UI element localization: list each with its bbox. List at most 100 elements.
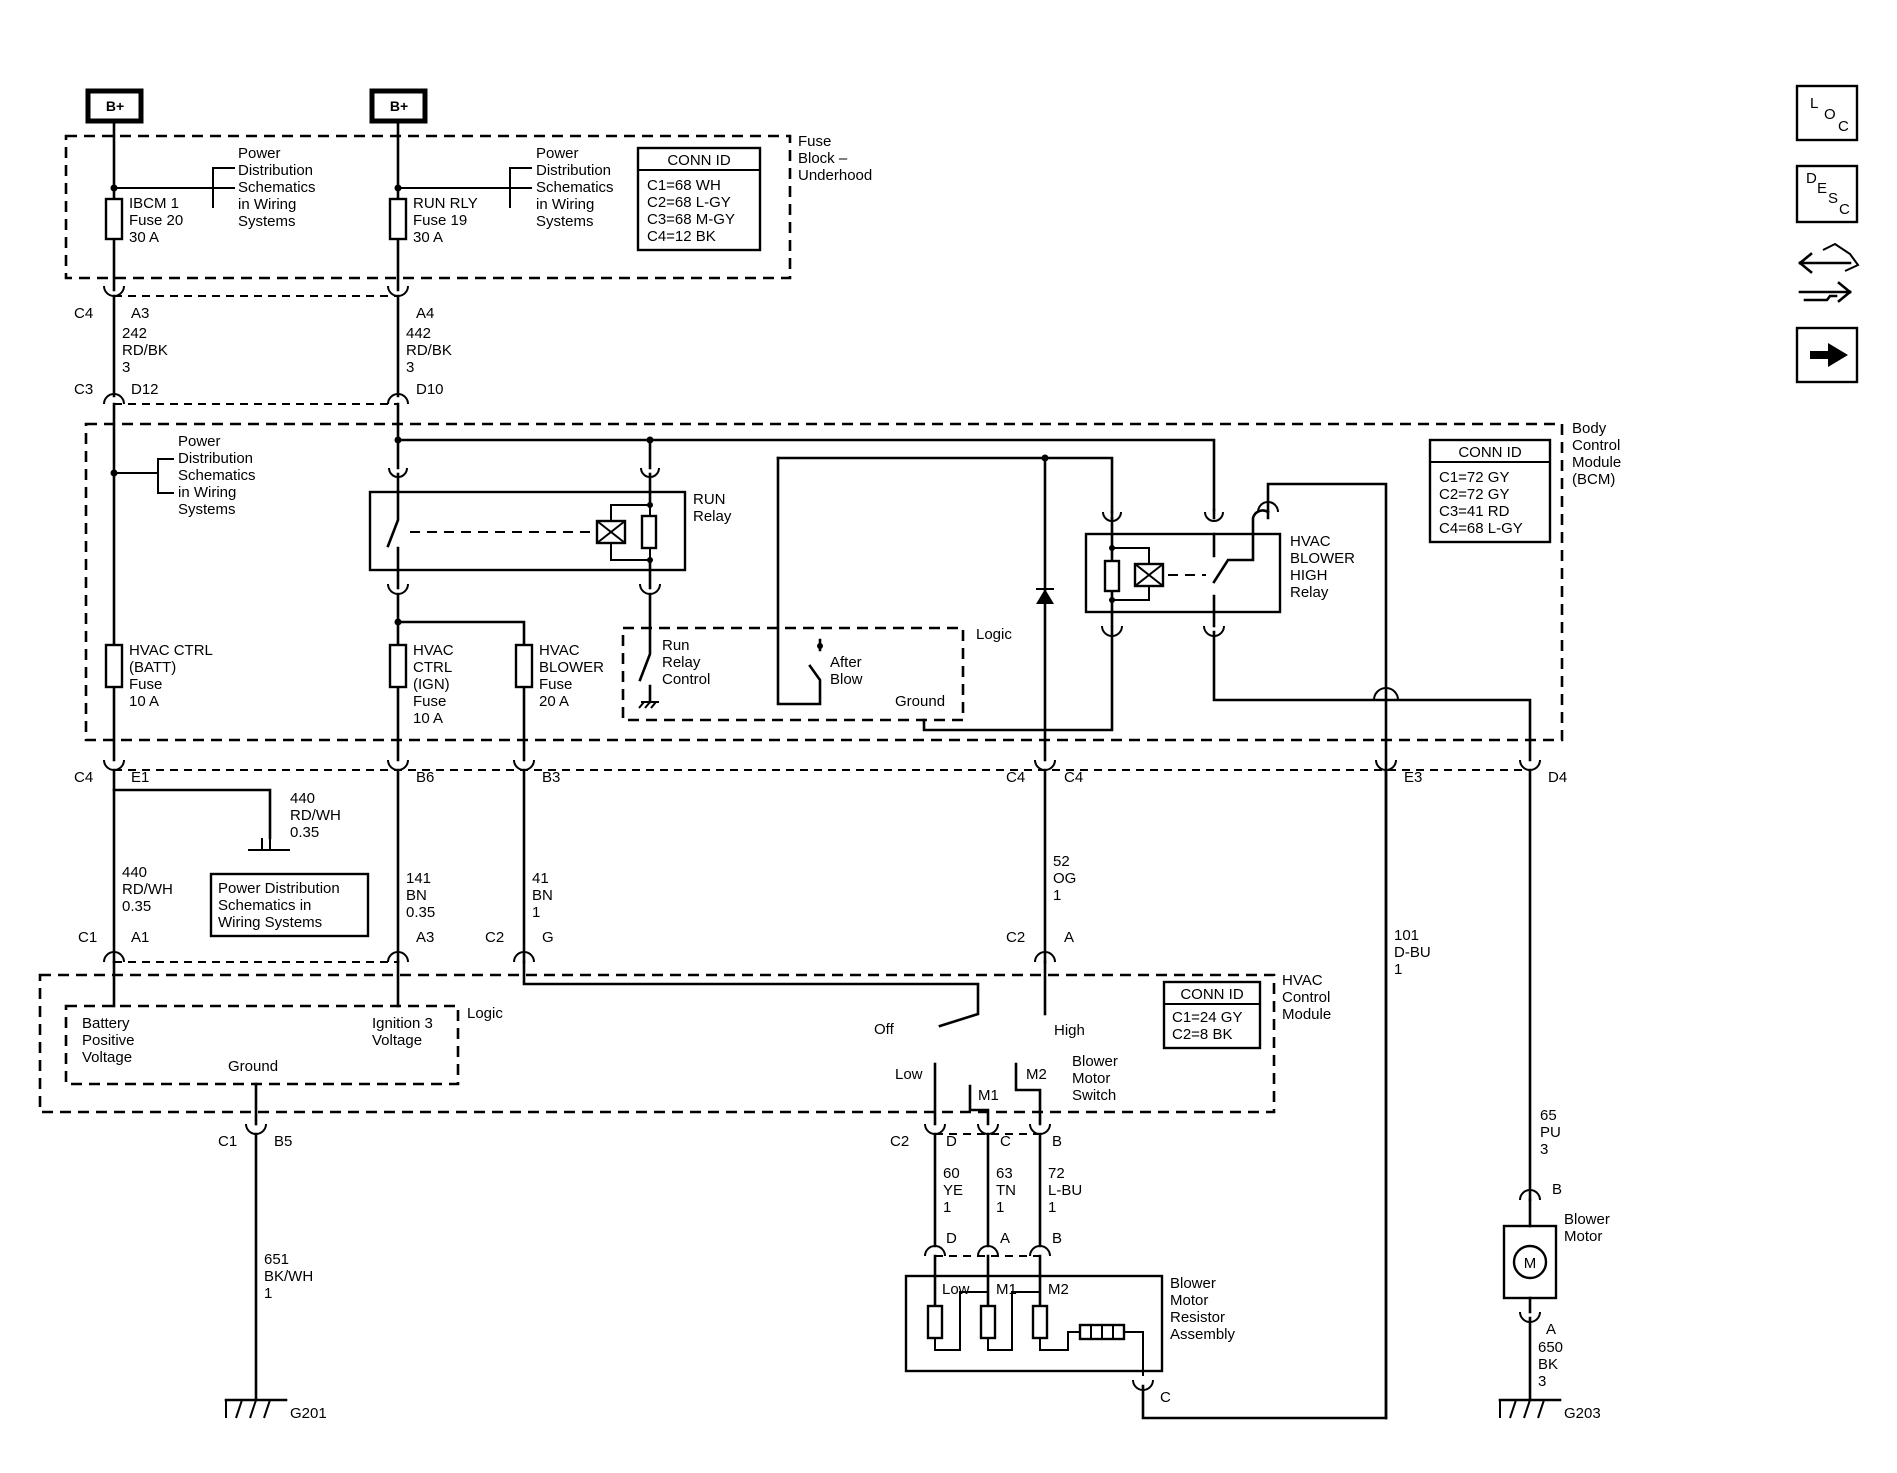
svg-text:CTRL: CTRL <box>413 659 452 676</box>
svg-text:C3: C3 <box>74 381 93 398</box>
svg-text:Motor: Motor <box>1072 1070 1110 1087</box>
svg-text:High: High <box>1054 1022 1085 1039</box>
pd-note-fuse2: Power Distribution Schematics in Wiring … <box>536 145 614 230</box>
svg-text:10 A: 10 A <box>413 710 443 727</box>
svg-text:C: C <box>1839 201 1850 218</box>
svg-text:52: 52 <box>1053 853 1070 870</box>
svg-text:Power Distribution: Power Distribution <box>218 880 340 897</box>
svg-text:A4: A4 <box>416 305 434 322</box>
svg-text:440: 440 <box>290 790 315 807</box>
svg-text:IBCM 1: IBCM 1 <box>129 195 179 212</box>
svg-text:E: E <box>1817 180 1827 197</box>
bcm-label: Body Control Module (BCM) <box>1572 420 1621 488</box>
svg-text:M2: M2 <box>1048 1281 1069 1298</box>
battery-positive-voltage-label: Battery Positive Voltage <box>82 1015 135 1066</box>
svg-text:OG: OG <box>1053 870 1076 887</box>
svg-text:C1: C1 <box>78 929 97 946</box>
wire-141-label: 141 BN 0.35 <box>406 870 435 921</box>
svg-text:141: 141 <box>406 870 431 887</box>
hvac-ctrl-batt-fuse-label: HVAC CTRL (BATT) Fuse 10 A <box>129 642 213 710</box>
svg-text:Body: Body <box>1572 420 1607 437</box>
svg-text:Control: Control <box>1572 437 1620 454</box>
svg-text:C4: C4 <box>74 769 93 786</box>
svg-text:1: 1 <box>1048 1199 1056 1216</box>
svg-text:3: 3 <box>406 359 414 376</box>
svg-text:Low: Low <box>942 1281 970 1298</box>
svg-text:C4: C4 <box>74 305 93 322</box>
svg-text:PU: PU <box>1540 1124 1561 1141</box>
svg-text:3: 3 <box>122 359 130 376</box>
svg-text:Block –: Block – <box>798 150 848 167</box>
svg-text:442: 442 <box>406 325 431 342</box>
svg-text:3: 3 <box>1538 1373 1546 1390</box>
connector-swap-icon[interactable] <box>1798 242 1860 303</box>
svg-text:A3: A3 <box>416 929 434 946</box>
svg-text:CONN ID: CONN ID <box>1180 986 1244 1003</box>
svg-text:Schematics: Schematics <box>238 179 316 196</box>
svg-text:B3: B3 <box>542 769 560 786</box>
bcm-pd-note: Power Distribution Schematics in Wiring … <box>178 433 256 518</box>
svg-text:O: O <box>1824 106 1836 123</box>
svg-text:Ignition 3: Ignition 3 <box>372 1015 433 1032</box>
svg-text:30 A: 30 A <box>129 229 159 246</box>
desc-icon[interactable]: D E S C <box>1795 164 1859 224</box>
ignition-voltage-label: Ignition 3 Voltage <box>372 1015 433 1049</box>
svg-text:C2: C2 <box>890 1133 909 1150</box>
svg-text:Battery: Battery <box>82 1015 130 1032</box>
svg-text:0.35: 0.35 <box>290 824 319 841</box>
svg-text:G203: G203 <box>1564 1405 1601 1422</box>
ground-g203-icon: G203 <box>1498 1398 1601 1422</box>
ground-g201-icon: G201 <box>224 1398 327 1422</box>
svg-text:C: C <box>1000 1133 1011 1150</box>
wire-63-label: 63 TN 1 <box>996 1165 1016 1216</box>
svg-text:C2: C2 <box>1006 929 1025 946</box>
svg-text:C4: C4 <box>1006 769 1025 786</box>
svg-text:C1=72 GY: C1=72 GY <box>1439 469 1509 486</box>
hvac-blower-high-relay: HVAC BLOWER HIGH Relay <box>1084 516 1355 614</box>
svg-text:HVAC: HVAC <box>413 642 454 659</box>
svg-text:0.35: 0.35 <box>406 904 435 921</box>
hvac-blower-fuse-label: HVAC BLOWER Fuse 20 A <box>539 642 604 710</box>
svg-text:Distribution: Distribution <box>238 162 313 179</box>
svg-text:D: D <box>1806 170 1817 187</box>
svg-text:Control: Control <box>662 671 710 688</box>
next-arrow-icon[interactable] <box>1795 326 1859 384</box>
motor-connector-a: A <box>1546 1321 1556 1338</box>
svg-text:M1: M1 <box>978 1087 999 1104</box>
hvac-conn-id-table: CONN ID C1=24 GY C2=8 BK <box>1162 980 1262 1050</box>
svg-text:Wiring Systems: Wiring Systems <box>218 914 322 931</box>
svg-text:Blower: Blower <box>1170 1275 1216 1292</box>
wire-440-b-label: 440 RD/WH 0.35 <box>122 864 173 915</box>
loc-icon[interactable]: L O C <box>1795 84 1859 142</box>
wire-101-label: 101 D-BU 1 <box>1394 927 1431 978</box>
svg-text:Blower: Blower <box>1072 1053 1118 1070</box>
hvac-ctrl-ign-fuse <box>388 643 408 689</box>
svg-text:Fuse: Fuse <box>413 693 446 710</box>
bcm-ground-label: Ground <box>895 693 945 710</box>
svg-text:(BCM): (BCM) <box>1572 471 1615 488</box>
svg-text:BK: BK <box>1538 1356 1558 1373</box>
svg-text:A: A <box>1000 1230 1010 1247</box>
svg-text:Off: Off <box>874 1021 895 1038</box>
motor-symbol: M <box>1524 1255 1537 1272</box>
hvac-ground-label: Ground <box>228 1058 278 1075</box>
svg-text:D12: D12 <box>131 381 159 398</box>
svg-text:C2=68 L-GY: C2=68 L-GY <box>647 194 731 211</box>
motor-connector-b: B <box>1552 1181 1562 1198</box>
blower-motor: M Blower Motor <box>1502 1211 1610 1300</box>
svg-text:B: B <box>1052 1133 1062 1150</box>
wire-650-label: 650 BK 3 <box>1538 1339 1563 1390</box>
svg-text:BLOWER: BLOWER <box>1290 550 1355 567</box>
svg-text:C2: C2 <box>485 929 504 946</box>
hvac-logic-box: Logic <box>64 1004 503 1086</box>
svg-text:B6: B6 <box>416 769 434 786</box>
svg-text:Fuse 19: Fuse 19 <box>413 212 467 229</box>
svg-text:Blow: Blow <box>830 671 863 688</box>
wire-52-label: 52 OG 1 <box>1053 853 1076 904</box>
svg-text:HVAC CTRL: HVAC CTRL <box>129 642 213 659</box>
svg-text:Logic: Logic <box>467 1005 503 1022</box>
svg-text:60: 60 <box>943 1165 960 1182</box>
svg-text:20 A: 20 A <box>539 693 569 710</box>
svg-text:242: 242 <box>122 325 147 342</box>
